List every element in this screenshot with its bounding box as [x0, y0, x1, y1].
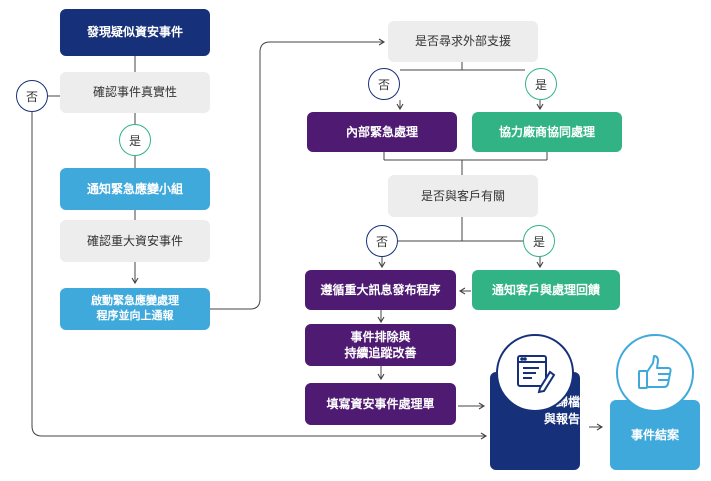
customer-related-node: 是否與客戶有關 [388, 175, 538, 217]
discover-node: 發現疑似資安事件 [60, 9, 210, 56]
archive-report-line2: 與報告 [543, 412, 580, 426]
confirm-authenticity-node: 確認事件真實性 [60, 72, 210, 113]
internal-handling-node: 內部緊急處理 [307, 112, 457, 152]
decision-no-circle: 否 [16, 80, 48, 112]
decision-yes-circle: 是 [523, 225, 555, 257]
fix-improve-node: 事件排除與 持續追蹤改善 [305, 324, 456, 366]
decision-yes-circle: 是 [525, 68, 557, 100]
document-edit-icon [496, 334, 574, 412]
notify-team-node: 通知緊急應變小組 [60, 168, 210, 210]
decision-yes-circle: 是 [119, 124, 151, 156]
activate-response-line2: 程序並向上通報 [96, 309, 174, 322]
notify-customer-node: 通知客戶與處理回饋 [472, 270, 620, 310]
activate-response-node: 啟動緊急應變處理 程序並向上通報 [60, 288, 210, 330]
fix-improve-line1: 事件排除與 [350, 329, 411, 344]
confirm-major-node: 確認重大資安事件 [60, 220, 210, 262]
follow-release-node: 遵循重大訊息發布程序 [305, 270, 456, 310]
thumbs-up-icon [616, 334, 694, 412]
activate-response-line1: 啟動緊急應變處理 [91, 294, 179, 308]
fix-improve-line2: 持續追蹤改善 [344, 346, 417, 360]
need-external-node: 是否尋求外部支援 [388, 21, 538, 62]
decision-no-circle: 否 [366, 225, 398, 257]
decision-no-circle: 否 [368, 68, 400, 100]
vendor-handling-node: 協力廠商協同處理 [472, 112, 622, 152]
fill-form-node: 填寫資安事件處理單 [305, 383, 456, 425]
